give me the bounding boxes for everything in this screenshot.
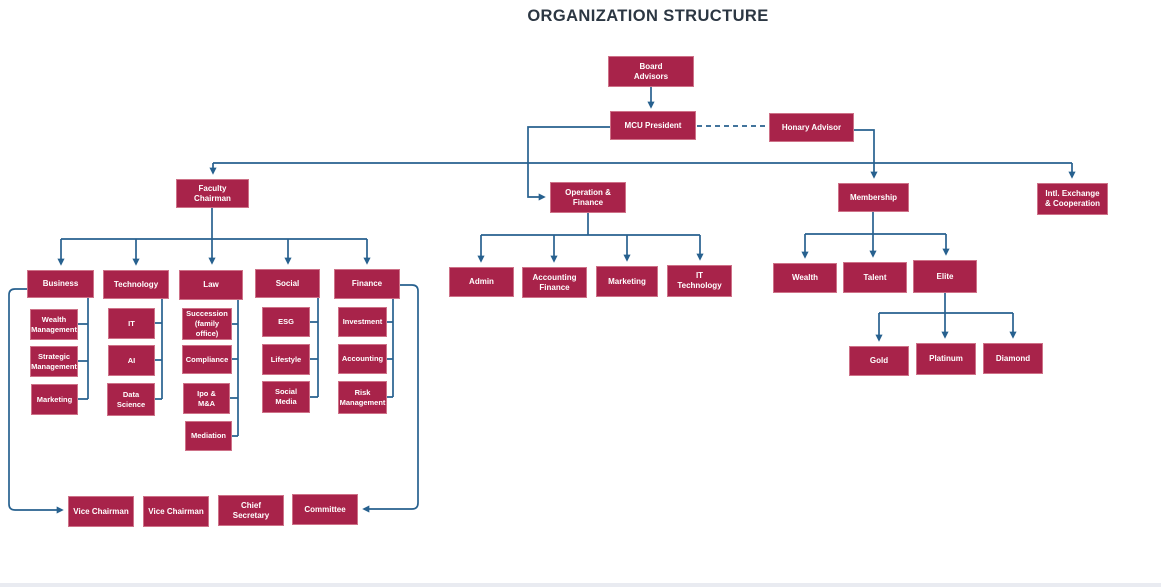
node-risk-management: Risk Management [338,381,387,414]
node-chief-secretary: Chief Secretary [218,495,284,526]
node-mediation: Mediation [185,421,232,451]
node-ai: AI [108,345,155,376]
bracket-business-items [78,298,89,400]
node-committee: Committee [292,494,358,525]
node-vice-chairman-1: Vice Chairman [68,496,134,527]
node-technology: Technology [103,270,169,299]
node-social: Social [255,269,320,298]
connector-president-to-operation-finance [527,126,610,201]
node-operation-finance: Operation & Finance [550,182,626,213]
node-social-media: Social Media [262,381,310,413]
node-talent: Talent [843,262,907,293]
node-vice-chairman-2: Vice Chairman [143,496,209,527]
bracket-social-items [310,298,319,398]
node-lifestyle: Lifestyle [262,344,310,375]
node-accounting: Accounting [338,344,387,374]
node-marketing-business: Marketing [31,384,78,415]
node-compliance: Compliance [182,345,232,374]
page-title: ORGANIZATION STRUCTURE [527,7,769,25]
node-platinum: Platinum [916,343,976,375]
node-honary-advisor: Honary Advisor [769,113,854,142]
node-board-advisors: Board Advisors [608,56,694,87]
node-succession-family-office: Succession (family office) [182,308,232,340]
connector-finance-to-committee [362,284,419,513]
node-diamond: Diamond [983,343,1043,374]
node-strategic-management: Strategic Management [30,346,78,377]
node-faculty-chairman: Faculty Chairman [176,179,249,208]
node-law: Law [179,270,243,300]
node-it: IT [108,308,155,339]
node-investment: Investment [338,307,387,337]
node-esg: ESG [262,307,310,337]
node-business: Business [27,270,94,298]
node-marketing-operation: Marketing [596,266,658,297]
node-gold: Gold [849,346,909,376]
node-ipo-ma: Ipo & M&A [183,383,230,414]
node-elite: Elite [913,260,977,293]
node-admin: Admin [449,267,514,297]
connector-business-to-vice-chairman [8,288,64,514]
node-accounting-finance: Accounting Finance [522,267,587,298]
bracket-technology-items [155,299,163,400]
window-bottom-edge [0,583,1161,587]
bracket-finance-items [387,299,394,398]
bracket-law-items [230,300,239,437]
connector-honary-to-membership [854,129,878,179]
node-mcu-president: MCU President [610,111,696,140]
node-wealth: Wealth [773,263,837,293]
node-wealth-management: Wealth Management [30,309,78,340]
node-intl-exchange: Intl. Exchange & Cooperation [1037,183,1108,215]
node-it-technology: IT Technology [667,265,732,297]
node-data-science: Data Science [107,383,155,416]
node-finance: Finance [334,269,400,299]
node-membership: Membership [838,183,909,212]
